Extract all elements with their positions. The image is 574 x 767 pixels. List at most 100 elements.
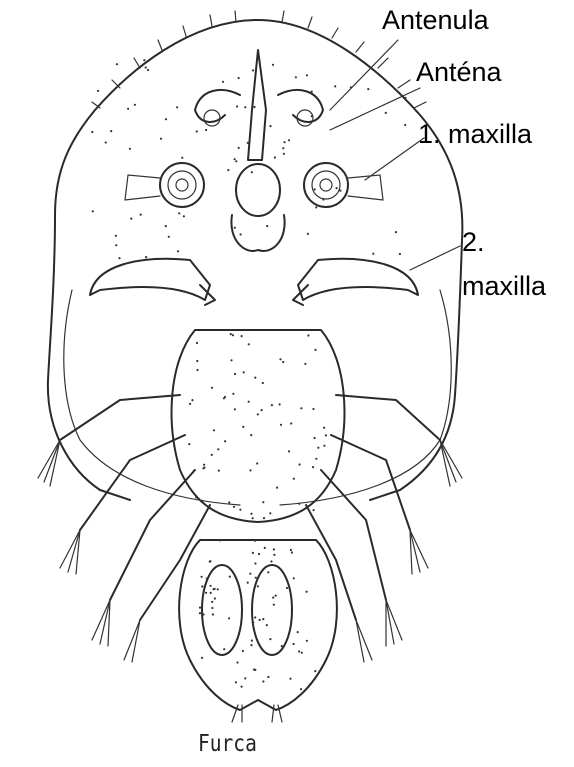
stipple-dot [191,399,193,401]
stipple-dot [211,601,213,603]
central-eye-region [236,164,280,216]
stipple-dot [230,333,232,335]
stipple-dot [251,171,253,173]
stipple-dot [130,218,132,220]
label-maxilla-1: 1. maxilla [418,118,532,150]
stipple-dot [279,358,281,360]
stipple-dot [240,233,242,235]
stipple-dot [217,448,219,450]
stipple-dot [232,393,234,395]
stipple-dot [213,429,215,431]
stipple-dot [274,156,276,158]
stipple-dot [116,63,118,65]
stipple-dot [230,359,232,361]
stipple-dot [143,59,145,61]
stipple-dot [250,434,252,436]
stipple-dot [300,688,302,690]
stipple-dot [279,403,281,405]
stipple-dot [339,190,341,192]
stipple-dot [262,680,264,682]
stipple-dot [323,445,325,447]
stipple-dot [201,500,203,502]
stipple-dot [323,427,325,429]
stipple-dot [238,77,240,79]
stipple-dot [281,645,283,647]
stipple-dot [248,401,250,403]
stipple-dot [115,244,117,246]
stipple-dot [350,86,352,88]
stipple-dot [293,577,295,579]
stipple-dot [243,371,245,373]
stipple-dot [199,607,201,609]
stipple-dot [127,108,129,110]
stipple-dot [196,369,198,371]
stipple-dot [217,588,219,590]
stipple-dot [218,470,220,472]
stipple-dot [290,549,292,551]
stipple-dot [283,153,285,155]
stipple-dot [196,342,198,344]
leg-setae [38,440,462,662]
maxilla2-left [90,259,210,300]
stipple-dot [145,256,147,258]
stipple-dot [244,106,246,108]
stipple-dot [201,585,203,587]
sucker-left [160,163,204,207]
stipple-dot [269,125,271,127]
stipple-dot [222,81,224,83]
stipple-dot [311,115,313,117]
stipple-dot [314,437,316,439]
stipple-dot [312,408,314,410]
stipple-dot [203,464,205,466]
stipple-dot [115,235,117,237]
abdomen-lobe-right [252,565,292,655]
stipple-dot [276,487,278,489]
stipple-dot [212,588,214,590]
stipple-dot [269,638,271,640]
stipple-dot [210,592,212,594]
stipple-dot [228,501,230,503]
stipple-dot [280,424,282,426]
stipple-dot [299,463,301,465]
stipple-dot [251,640,253,642]
stipple-dot [286,587,288,589]
stipple-dot [165,225,167,227]
stipple-dot [395,231,397,233]
stipple-dot [289,678,291,680]
maxilla2-right [298,259,418,300]
stipple-dot [259,619,261,621]
rostrum [248,50,266,160]
stipple-dot [315,206,317,208]
label-antenula: Antenula [382,4,489,36]
stipple-dot [275,595,277,597]
stipple-dot [254,540,256,542]
stipple-dot [290,422,292,424]
stipple-dot [227,169,229,171]
stipple-dot [311,91,313,93]
stipple-dot [250,644,252,646]
stipple-dot [288,139,290,141]
sucker-stalk-right [348,175,383,200]
stipple-dot [219,539,221,541]
stipple-dot [249,469,251,471]
stipple-dot [234,408,236,410]
stipple-dot [297,631,299,633]
stipple-dot [235,160,237,162]
label-maxilla-2-word: maxilla [462,270,546,302]
stipple-dot [211,454,213,456]
stipple-dot [315,458,317,460]
stipple-dot [291,551,293,553]
stipple-dot [210,585,212,587]
stipple-dot [236,105,238,107]
stipple-dot [181,157,183,159]
stipple-dot [211,607,213,609]
stipple-dot [300,407,302,409]
stipple-dot [295,76,297,78]
stipple-dot [252,621,254,623]
stipple-dot [145,66,147,68]
stipple-dot [202,613,204,615]
stipple-dot [234,373,236,375]
stipple-dot [314,349,316,351]
stipple-dot [241,335,243,337]
